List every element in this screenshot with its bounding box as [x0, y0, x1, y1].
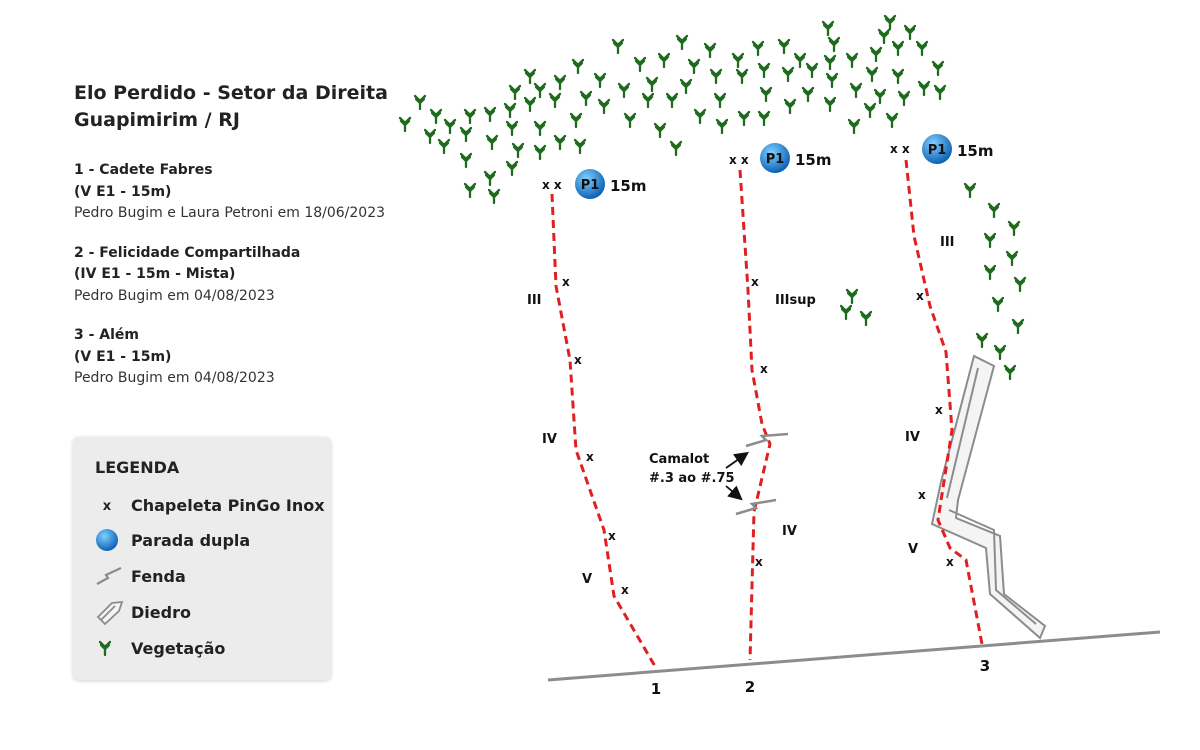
bolt-icon: x: [916, 289, 924, 303]
camalot-arrow: [725, 485, 743, 501]
grade-label: III: [940, 235, 955, 250]
route-entry-3: 3 - Além (V E1 - 15m) Pedro Bugim em 04/…: [74, 325, 434, 390]
anchor-bolts: x x: [890, 142, 910, 156]
anchor-bolts: x x: [542, 178, 562, 192]
route-grade: (IV E1 - 15m - Mista): [74, 266, 236, 282]
legend-label: Chapeleta PinGo Inox: [131, 495, 325, 515]
route-1-line: [550, 193, 658, 669]
topo-title: Elo Perdido - Setor da Direita: [74, 82, 388, 104]
topo-location: Guapimirim / RJ: [74, 109, 240, 131]
bolt-icon: x: [918, 488, 926, 502]
anchor-icon: [575, 169, 605, 199]
grade-label: IV: [905, 430, 920, 445]
legend-panel: LEGENDA x Chapeleta PinGo Inox Parada du…: [73, 437, 331, 680]
bolt-icon: x: [95, 492, 131, 518]
bolt-icon: x: [574, 353, 582, 367]
legend-label: Vegetação: [131, 638, 226, 658]
grade-label: III: [527, 293, 542, 308]
route-name: 2 - Felicidade Compartilhada: [74, 244, 301, 261]
topo-info: Elo Perdido - Setor da Direita Guapimiri…: [74, 80, 434, 408]
bolt-icon: x: [946, 555, 954, 569]
anchor-height: 15m: [957, 142, 994, 160]
anchor-label: P1: [766, 152, 785, 167]
route-entry-1: 1 - Cadete Fabres (V E1 - 15m) Pedro Bug…: [74, 160, 434, 225]
grade-label: IIIsup: [775, 293, 816, 308]
legend-item-vegetation: Vegetação: [95, 635, 225, 661]
ground-line: [547, 630, 1161, 682]
crack-marks: [735, 432, 789, 516]
route-entry-2: 2 - Felicidade Compartilhada (IV E1 - 15…: [74, 243, 434, 308]
route-authors: Pedro Bugim e Laura Petroni em 18/06/202…: [74, 205, 386, 221]
anchor-label: P1: [928, 143, 947, 158]
legend-title: LEGENDA: [95, 458, 180, 477]
anchor-height: 15m: [795, 151, 832, 169]
anchor-icon: [95, 527, 131, 553]
route-number: 3: [980, 657, 990, 675]
route-2-line: [738, 169, 772, 661]
grade-label: V: [908, 542, 918, 557]
anchor-label: P1: [581, 178, 600, 193]
grade-label: V: [582, 572, 592, 587]
legend-item-crack: Fenda: [95, 563, 186, 589]
camalot-label: #.3 ao #.75: [649, 471, 735, 486]
route-list: 1 - Cadete Fabres (V E1 - 15m) Pedro Bug…: [74, 160, 434, 390]
legend-label: Diedro: [131, 602, 191, 622]
camalot-label: Camalot: [649, 452, 709, 467]
bolt-icon: x: [608, 529, 616, 543]
route-number: 1: [651, 680, 661, 698]
bolt-icon: x: [751, 275, 759, 289]
anchor-height: 15m: [610, 177, 647, 195]
anchor-route-2: x x P1 15m: [729, 143, 832, 173]
route-grade: (V E1 - 15m): [74, 348, 172, 365]
legend-label: Parada dupla: [131, 530, 251, 550]
legend-item-dihedral: Diedro: [95, 599, 191, 625]
camalot-arrow: [725, 451, 749, 469]
bolt-icon: x: [760, 362, 768, 376]
anchor-route-3: x x P1 15m: [890, 134, 994, 164]
bolt-icon: x: [562, 275, 570, 289]
anchor-icon: [922, 134, 952, 164]
route-authors: Pedro Bugim em 04/08/2023: [74, 370, 275, 386]
route-number: 2: [745, 678, 755, 696]
route-grade: (V E1 - 15m): [74, 183, 172, 200]
dihedral-icon: [95, 599, 131, 625]
route-authors: Pedro Bugim em 04/08/2023: [74, 287, 275, 304]
legend-item-anchor: Parada dupla: [95, 527, 250, 553]
anchor-bolts: x x: [729, 153, 749, 167]
anchor-icon: [760, 143, 790, 173]
grade-label: IV: [542, 432, 557, 447]
vegetation-canopy: [397, 13, 1028, 381]
route-name: 1 - Cadete Fabres: [74, 162, 213, 178]
legend-item-bolt: x Chapeleta PinGo Inox: [95, 492, 325, 518]
legend-label: Fenda: [131, 566, 186, 586]
bolt-icon: x: [935, 403, 943, 417]
crack-icon: [95, 563, 131, 589]
bolt-icon: x: [755, 555, 763, 569]
anchor-route-1: x x P1 15m: [542, 169, 647, 199]
dihedral: [930, 354, 1047, 640]
bolt-icon: x: [621, 583, 629, 597]
grade-label: IV: [782, 524, 797, 539]
route-name: 3 - Além: [74, 327, 140, 343]
svg-text:x: x: [103, 499, 112, 514]
bolt-icon: x: [586, 450, 594, 464]
route-3-line: [904, 159, 984, 645]
